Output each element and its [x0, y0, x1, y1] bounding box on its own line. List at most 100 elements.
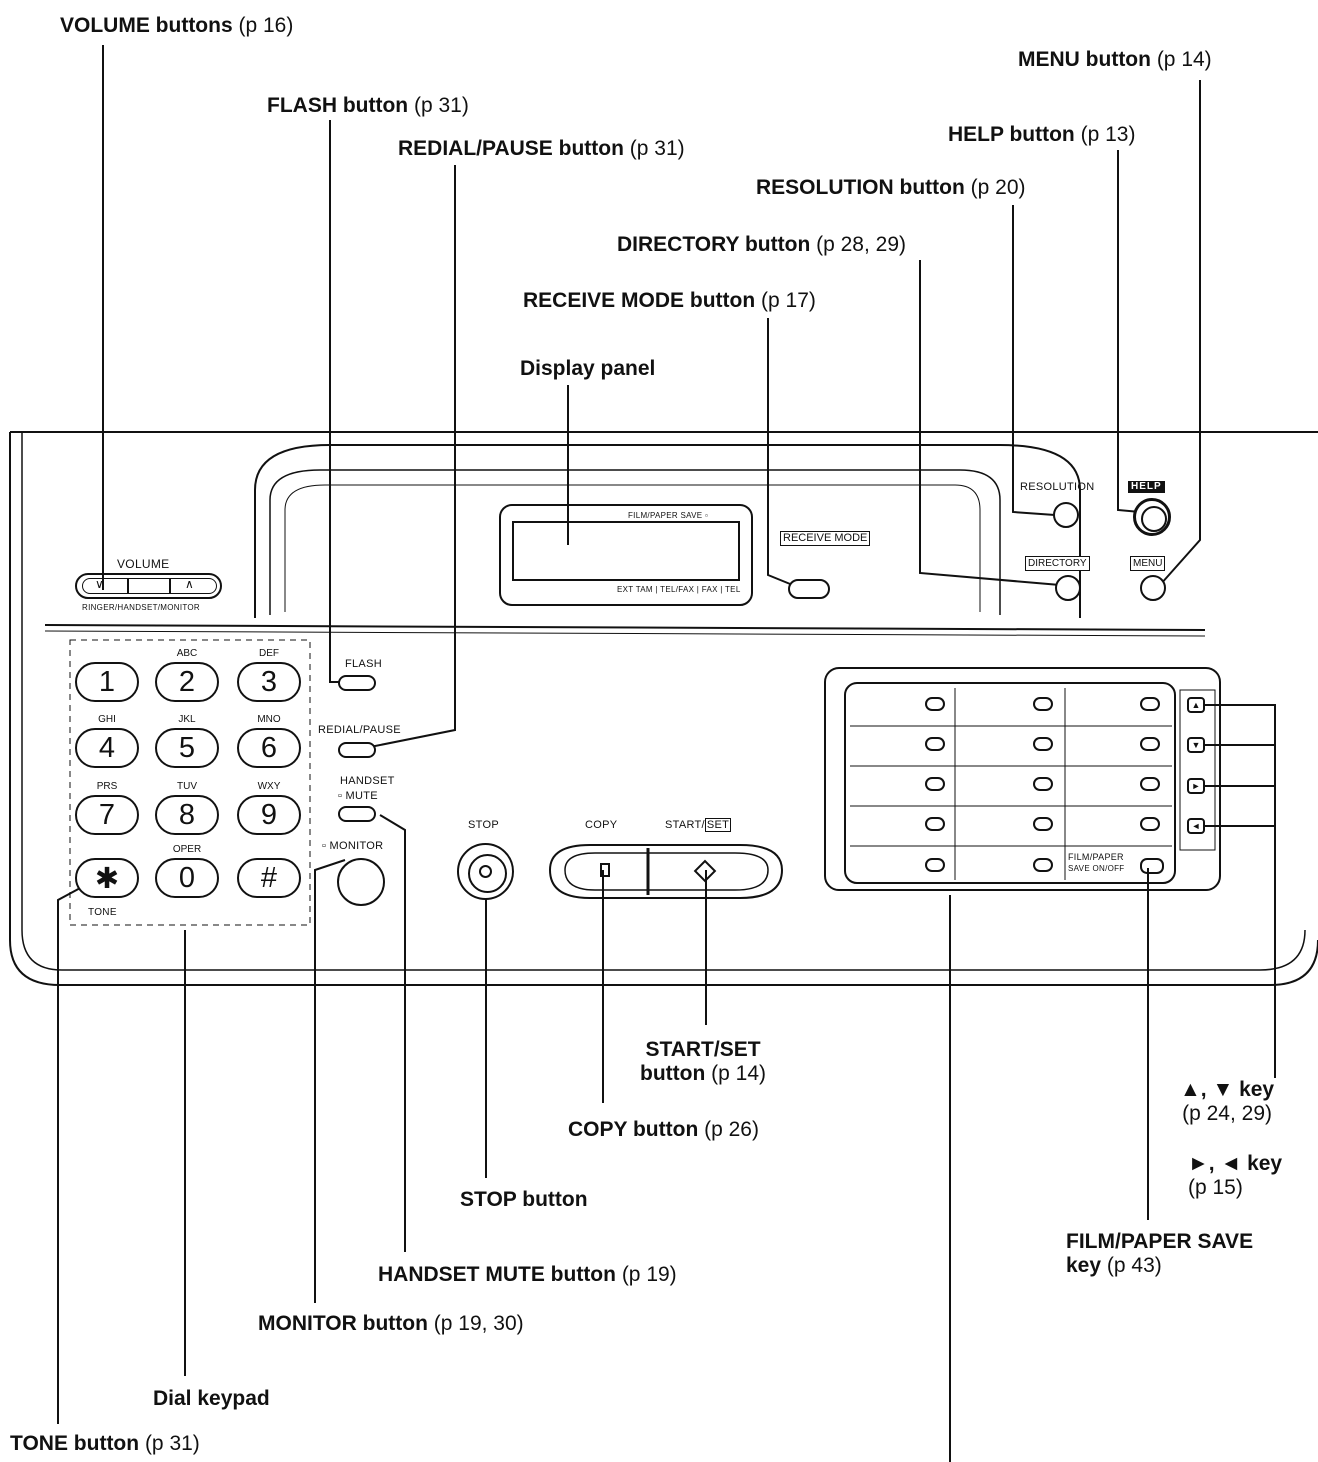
one-touch-key-8[interactable] — [1033, 777, 1053, 791]
key-8-letters: TUV — [177, 781, 197, 792]
right-key[interactable]: ► — [1187, 778, 1205, 794]
key-star[interactable]: ✱ — [75, 858, 139, 898]
copy-icon — [600, 863, 610, 877]
copy-start-outer — [548, 844, 784, 899]
key-8[interactable]: 8 — [155, 795, 219, 835]
tone-line — [57, 879, 96, 1424]
display-housing-third — [284, 484, 981, 612]
display-housing-outer — [254, 444, 1081, 618]
dial-keypad-callout: Dial keypad — [153, 1387, 270, 1410]
receive-mode-label: RECEIVE MODE — [780, 531, 871, 546]
copy-button[interactable] — [590, 853, 648, 890]
volume-up-button[interactable]: ∧ — [185, 577, 194, 591]
one-touch-key-11[interactable] — [1033, 817, 1053, 831]
key-9-letters: WXY — [257, 781, 281, 792]
start-label: START/SET — [665, 818, 732, 832]
key-2[interactable]: 2 — [155, 662, 219, 702]
left-key[interactable]: ◄ — [1187, 818, 1205, 834]
updown-line — [1203, 704, 1276, 1078]
display-frame — [499, 504, 753, 606]
menu-button[interactable] — [1140, 575, 1166, 601]
one-touch-key-13[interactable] — [925, 858, 945, 872]
help-button[interactable] — [1133, 498, 1171, 536]
one-touch-key-12[interactable] — [1140, 817, 1160, 831]
body-inner — [21, 432, 1306, 971]
display-housing-inner — [269, 469, 1001, 615]
key-7[interactable]: 7 — [75, 795, 139, 835]
display-panel-callout: Display panel — [520, 357, 656, 380]
one-touch-key-4[interactable] — [925, 737, 945, 751]
film-paper-save-key[interactable] — [1140, 858, 1164, 874]
handset-mute-button[interactable] — [338, 806, 376, 822]
one-touch-key-2[interactable] — [1033, 697, 1053, 711]
redial-label: REDIAL/PAUSE — [318, 724, 401, 736]
copy-callout: COPY button (p 26) — [568, 1118, 759, 1141]
volume-callout: VOLUME buttons (p 16) — [60, 14, 294, 37]
receive-mode-button[interactable] — [788, 579, 830, 599]
down-key[interactable]: ▼ — [1187, 737, 1205, 753]
help-callout: HELP button (p 13) — [948, 123, 1136, 146]
one-touch-key-14[interactable] — [1033, 858, 1053, 872]
monitor-line — [314, 859, 346, 1303]
resolution-line — [1012, 205, 1056, 516]
key-1[interactable]: 1 — [75, 662, 139, 702]
one-touch-key-5[interactable] — [1033, 737, 1053, 751]
redial-line — [364, 165, 456, 749]
volume-label: VOLUME — [117, 557, 170, 571]
stop-button[interactable] — [457, 843, 514, 900]
redial-pause-button[interactable] — [338, 742, 376, 758]
key-4[interactable]: 4 — [75, 728, 139, 768]
key-5-letters: JKL — [178, 714, 196, 725]
resolution-button[interactable] — [1053, 502, 1079, 528]
resolution-callout: RESOLUTION button (p 20) — [756, 176, 1026, 199]
key-7-letters: PRS — [96, 781, 118, 792]
directory-line — [919, 260, 1061, 586]
key-0[interactable]: 0 — [155, 858, 219, 898]
tone-callout: TONE button (p 31) — [10, 1432, 200, 1455]
volume-down-button[interactable]: ∨ — [95, 577, 104, 591]
key-0-letters: OPER — [172, 844, 202, 855]
one-touch-key-1[interactable] — [925, 697, 945, 711]
key-3[interactable]: 3 — [237, 662, 301, 702]
key-2-letters: ABC — [176, 648, 198, 659]
keypad-box — [69, 639, 311, 926]
flash-callout: FLASH button (p 31) — [267, 94, 469, 117]
right-left-callout: ►, ◄ key (p 15) — [1188, 1152, 1283, 1200]
redial-callout: REDIAL/PAUSE button (p 31) — [398, 137, 685, 160]
one-touch-key-6[interactable] — [1140, 737, 1160, 751]
handset-mute-line — [379, 814, 406, 1252]
directory-callout: DIRECTORY button (p 28, 29) — [617, 233, 906, 256]
start-set-callout: START/SET button (p 14) — [640, 1038, 766, 1086]
one-touch-key-7[interactable] — [925, 777, 945, 791]
key-5[interactable]: 5 — [155, 728, 219, 768]
monitor-button[interactable] — [337, 858, 385, 906]
help-line — [1117, 150, 1141, 513]
start-set-button[interactable] — [650, 853, 768, 890]
volume-rocker: ∨ ∧ — [75, 573, 222, 599]
display-modes-label: EXT TAM | TEL/FAX | FAX | TEL — [617, 585, 741, 594]
key-6[interactable]: 6 — [237, 728, 301, 768]
directory-button[interactable] — [1055, 575, 1081, 601]
divider-strip — [44, 624, 1206, 631]
up-key[interactable]: ▲ — [1187, 697, 1205, 713]
display-film-label: FILM/PAPER SAVE ▫ — [628, 511, 709, 520]
arrow-keys-box — [1179, 689, 1216, 851]
one-touch-key-9[interactable] — [1140, 777, 1160, 791]
resolution-label: RESOLUTION — [1020, 481, 1095, 493]
up-down-callout: ▲, ▼ key (p 24, 29) — [1180, 1078, 1275, 1126]
key-pound[interactable]: # — [237, 858, 301, 898]
start-icon — [693, 859, 717, 883]
directory-label: DIRECTORY — [1025, 556, 1090, 571]
stop-icon — [479, 865, 492, 878]
key-9[interactable]: 9 — [237, 795, 301, 835]
key-4-letters: GHI — [98, 714, 116, 725]
key-3-letters: DEF — [259, 648, 279, 659]
help-label: HELP — [1128, 481, 1165, 493]
flash-button[interactable] — [338, 675, 376, 691]
one-touch-key-3[interactable] — [1140, 697, 1160, 711]
handset-label: HANDSET — [340, 775, 395, 787]
monitor-label: ▫ MONITOR — [322, 840, 384, 852]
one-touch-key-10[interactable] — [925, 817, 945, 831]
copy-label: COPY — [585, 819, 618, 831]
